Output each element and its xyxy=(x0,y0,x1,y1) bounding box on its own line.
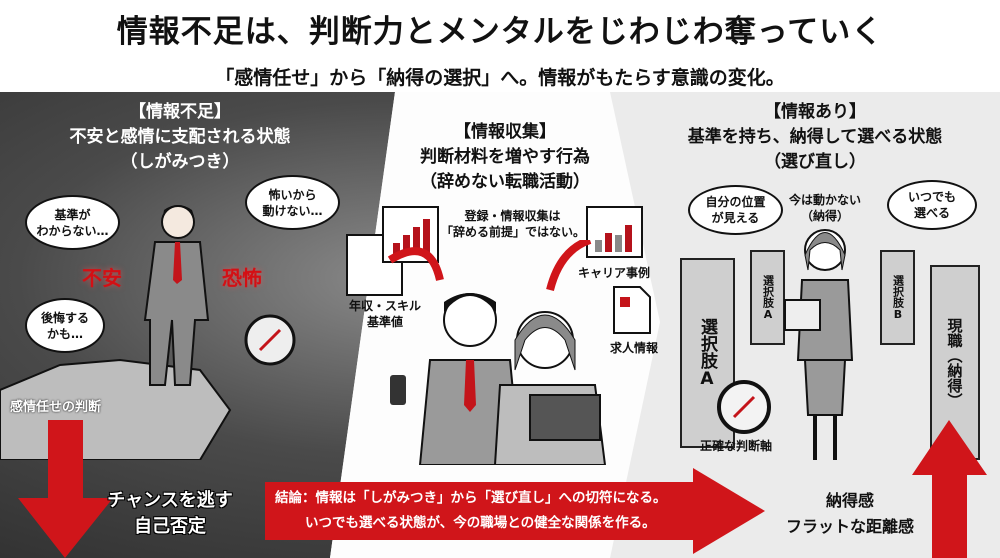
middle-header: 【情報収集】 判断材料を増やす行為 （辞めない転職活動） xyxy=(385,120,625,195)
left-header: 【情報不足】 不安と感情に支配される状態 （しがみつき） xyxy=(30,100,330,175)
conclusion-line-2: いつでも選べる状態が、今の職場との健全な関係を作る。 xyxy=(305,515,656,531)
door-label: 選択肢A xyxy=(761,274,775,321)
center-label-line-2: （納得） xyxy=(800,209,849,223)
job-info-label: 求人情報 xyxy=(610,341,659,355)
bubble-text: 選べる xyxy=(913,206,950,220)
judgment-axis-label: 正確な判断軸 xyxy=(700,439,773,453)
bubble-text: わからない… xyxy=(36,223,109,238)
down-arrow-icon xyxy=(18,420,113,558)
left-tag: 【情報不足】 xyxy=(129,102,231,122)
salary-skill-line-2: 基準値 xyxy=(366,315,403,329)
bubble-text: 後悔する xyxy=(40,310,89,325)
door-label: 選択肢A xyxy=(697,317,717,389)
door-label: 現職（納得） xyxy=(945,317,964,408)
left-result-line-1: チャンスを逃す xyxy=(107,490,233,511)
door-option-b[interactable]: 選択肢B xyxy=(880,250,915,345)
compass-icon xyxy=(717,380,771,434)
thought-bubble: 怖いから動けない… xyxy=(245,175,340,230)
two-people-researching-illustration xyxy=(387,240,607,465)
bubble-text: が見える xyxy=(711,211,760,225)
door-label: 選択肢B xyxy=(891,274,905,321)
page-subtitle: 「感情任せ」から「納得の選択」へ。情報がもたらす意識の変化。 xyxy=(215,67,785,89)
thought-bubble: いつでも選べる xyxy=(887,180,977,230)
page-title: 情報不足は、判断力とメンタルをじわじわ奪っていく xyxy=(116,14,884,50)
center-label-line-1: 今は動かない xyxy=(788,193,861,207)
conclusion-arrow: 結論：情報は「しがみつき」から「選び直し」への切符になる。 いつでも選べる状態が… xyxy=(265,468,765,554)
up-arrow-icon xyxy=(912,420,987,558)
emotion-anxiety: 不安 xyxy=(82,266,122,290)
right-tag: 【情報あり】 xyxy=(764,102,866,122)
map-icon xyxy=(784,299,821,331)
conclusion-line-1: 結論：情報は「しがみつき」から「選び直し」への切符になる。 xyxy=(275,490,667,506)
bubble-text: 動けない… xyxy=(262,203,323,218)
laptop-icon xyxy=(529,394,601,441)
left-sub: （しがみつき） xyxy=(120,152,240,172)
door-current-job[interactable]: 現職（納得） xyxy=(930,265,980,460)
salary-chart-icon xyxy=(346,206,439,296)
right-result: 納得感フラットな距離感 xyxy=(780,488,920,540)
career-cases-label: キャリア事例 xyxy=(578,266,651,280)
bubble-text: 基準が xyxy=(54,207,91,222)
confident-woman-with-map-illustration xyxy=(784,229,854,460)
emotion-fear: 恐怖 xyxy=(222,266,262,290)
salary-skill-line-1: 年収・スキル xyxy=(348,299,421,313)
worried-man-on-cliff-illustration xyxy=(0,205,296,460)
bubble-text: 怖いから xyxy=(268,187,317,202)
salary-skill-label: 年収・スキル基準値 xyxy=(345,298,425,330)
left-heading: 不安と感情に支配される状態 xyxy=(69,127,291,147)
right-result-line-1: 納得感 xyxy=(825,491,874,510)
job-document-icon xyxy=(613,286,651,334)
right-sub: （選び直し） xyxy=(764,152,866,172)
bubble-text: 自分の位置 xyxy=(705,195,766,209)
center-label: 今は動かない （納得） xyxy=(785,192,865,224)
bubble-text: かも… xyxy=(46,326,83,341)
middle-sub: （辞めない転職活動） xyxy=(420,172,590,192)
thought-bubble: 後悔するかも… xyxy=(25,298,105,353)
right-result-line-2: フラットな距離感 xyxy=(785,517,914,536)
smartphone-icon xyxy=(390,375,406,405)
middle-note-line-2: 「辞める前提」ではない。 xyxy=(441,225,586,239)
thought-bubble: 基準がわからない… xyxy=(25,195,120,250)
left-result-line-2: 自己否定 xyxy=(134,516,206,537)
thought-bubble: 自分の位置が見える xyxy=(688,185,783,235)
middle-note-line-1: 登録・情報収集は xyxy=(464,209,561,223)
door-option-a-small[interactable]: 選択肢A xyxy=(750,250,785,345)
middle-note: 登録・情報収集は「辞める前提」ではない。 xyxy=(441,208,586,240)
middle-tag: 【情報収集】 xyxy=(454,122,556,142)
right-heading: 基準を持ち、納得して選べる状態 xyxy=(687,127,943,147)
bubble-text: いつでも xyxy=(907,190,956,204)
cliff-label: 感情任せの判断 xyxy=(10,400,102,415)
career-chart-icon xyxy=(586,206,643,258)
middle-heading: 判断材料を増やす行為 xyxy=(420,147,590,167)
left-result: チャンスを逃す自己否定 xyxy=(100,488,240,540)
right-header: 【情報あり】 基準を持ち、納得して選べる状態 （選び直し） xyxy=(665,100,965,175)
